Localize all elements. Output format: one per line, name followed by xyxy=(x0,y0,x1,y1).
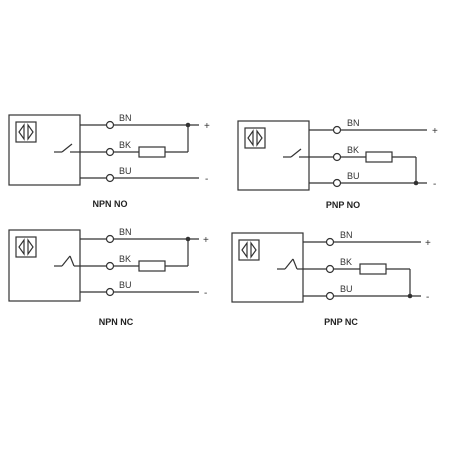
diagram-pnp-no: BN BK BU + - PNP NO xyxy=(237,118,438,210)
wire-label-bn: BN xyxy=(340,230,353,240)
sign-plus: + xyxy=(432,126,438,137)
diagram-caption: PNP NO xyxy=(326,200,360,210)
diagram-caption: NPN NC xyxy=(99,317,134,327)
sign-minus: - xyxy=(204,288,207,299)
switch-contact-no-icon xyxy=(283,148,309,158)
wire-label-bk: BK xyxy=(347,145,359,155)
sign-minus: - xyxy=(433,179,436,190)
terminal-bk xyxy=(105,261,115,271)
terminal-bn xyxy=(105,234,115,244)
wire-label-bn: BN xyxy=(119,227,132,237)
wire-label-bk: BK xyxy=(119,254,131,264)
diagram-caption: PNP NC xyxy=(324,317,358,327)
sensor-body xyxy=(237,120,310,191)
sensor-symbol-icon xyxy=(15,121,37,143)
sensor-symbol-icon xyxy=(15,236,37,258)
wire-label-bk: BK xyxy=(340,257,352,267)
wire-label-bu: BU xyxy=(340,284,353,294)
sign-plus: + xyxy=(203,235,209,246)
terminal-bu xyxy=(105,287,115,297)
terminal-bn xyxy=(105,120,115,130)
diagram-npn-nc: BN BK BU + - NPN NC xyxy=(8,227,209,327)
wire-label-bn: BN xyxy=(347,118,360,128)
junction-dot xyxy=(185,122,191,128)
switch-contact-nc-icon xyxy=(277,258,303,270)
switch-contact-nc-icon xyxy=(54,255,80,267)
sign-minus: - xyxy=(205,174,208,185)
sensor-symbol-icon xyxy=(244,127,266,149)
load-resistor-icon xyxy=(138,146,166,158)
sign-minus: - xyxy=(426,292,429,303)
junction-dot xyxy=(185,236,191,242)
switch-contact-no-icon xyxy=(54,143,80,153)
wire-label-bn: BN xyxy=(119,113,132,123)
diagram-caption: NPN NO xyxy=(92,199,127,209)
terminal-bu xyxy=(332,178,342,188)
terminal-bu xyxy=(325,291,335,301)
diagram-pnp-nc: BN BK BU + - PNP NC xyxy=(231,230,431,327)
load-resistor-icon xyxy=(365,151,393,163)
diagram-npn-no: BN BK BU + - NPN NO xyxy=(8,113,210,209)
terminal-bn xyxy=(325,237,335,247)
terminal-bk xyxy=(325,264,335,274)
wire-label-bk: BK xyxy=(119,140,131,150)
wire-label-bu: BU xyxy=(347,171,360,181)
terminal-bn xyxy=(332,125,342,135)
load-resistor-icon xyxy=(359,263,387,275)
load-resistor-icon xyxy=(138,260,166,272)
terminal-bu xyxy=(105,173,115,183)
terminal-bk xyxy=(332,152,342,162)
sign-plus: + xyxy=(204,121,210,132)
sign-plus: + xyxy=(425,238,431,249)
wire-label-bu: BU xyxy=(119,280,132,290)
terminal-bk xyxy=(105,147,115,157)
sensor-symbol-icon xyxy=(238,239,260,261)
wire-label-bu: BU xyxy=(119,166,132,176)
